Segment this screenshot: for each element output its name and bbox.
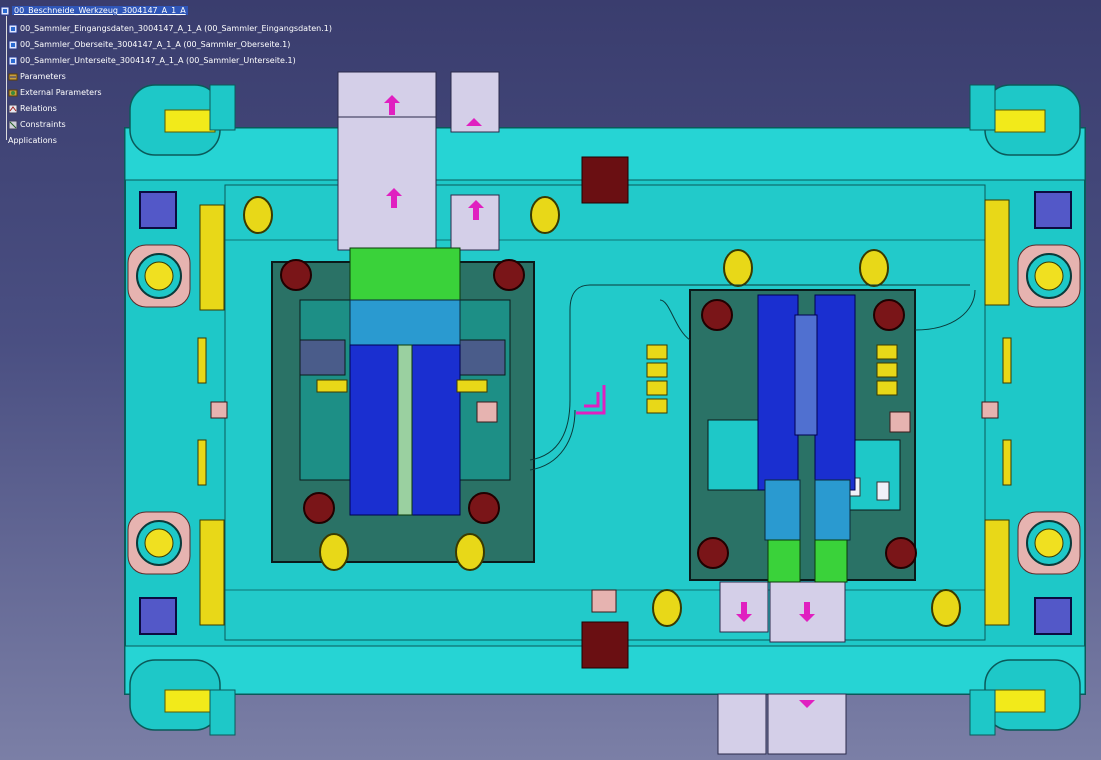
product-icon: [8, 40, 18, 50]
external-parameters-icon: [8, 89, 18, 97]
corner-lifting-lugs: [129, 84, 1081, 736]
tree-item-label: 00_Sammler_Eingangsdaten_3004147_A_1_A (…: [20, 24, 332, 33]
origin-axis-marker: [576, 385, 606, 415]
tree-root-label: 00_Beschneide_Werkzeug_3004147_A_1_A: [12, 6, 188, 15]
tree-item-label: Constraints: [20, 120, 66, 129]
relations-icon: [8, 104, 18, 114]
guide-bushings: [127, 244, 1081, 575]
tree-item-constraints[interactable]: Constraints: [8, 118, 66, 132]
tree-item-label: 00_Sammler_Unterseite_3004147_A_1_A (00_…: [20, 56, 296, 65]
tree-item-applications[interactable]: Applications: [8, 134, 57, 148]
lock-blocks: [581, 156, 629, 669]
product-icon: [8, 24, 18, 34]
tree-item-label: 00_Sammler_Oberseite_3004147_A_1_A (00_S…: [20, 40, 291, 49]
tree-item-external-parameters[interactable]: External Parameters: [8, 86, 102, 100]
tree-item-label: Relations: [20, 104, 57, 113]
right-die-cavity: [689, 289, 917, 583]
tree-item-eingangsdaten[interactable]: 00_Sammler_Eingangsdaten_3004147_A_1_A (…: [8, 22, 332, 36]
sensor-wires: [529, 284, 976, 471]
specification-tree[interactable]: 00_Beschneide_Werkzeug_3004147_A_1_A 00_…: [0, 2, 340, 147]
side-shims: [316, 344, 898, 414]
tree-item-relations[interactable]: Relations: [8, 102, 57, 116]
tree-root-node[interactable]: 00_Beschneide_Werkzeug_3004147_A_1_A: [0, 4, 188, 18]
tree-item-parameters[interactable]: Parameters: [8, 70, 66, 84]
tree-connector-line: [6, 16, 7, 140]
bottom-slides: [717, 581, 847, 755]
purple-pads: [139, 191, 1072, 635]
top-slides: [337, 71, 500, 251]
tree-item-unterseite[interactable]: 00_Sammler_Unterseite_3004147_A_1_A (00_…: [8, 54, 296, 68]
small-pink-pads: [210, 401, 999, 613]
tree-item-label: External Parameters: [20, 88, 102, 97]
product-icon: [0, 6, 10, 16]
yellow-guide-pins: [243, 196, 961, 627]
parameters-icon: [8, 73, 18, 81]
tree-item-oberseite[interactable]: 00_Sammler_Oberseite_3004147_A_1_A (00_S…: [8, 38, 290, 52]
product-icon: [8, 56, 18, 66]
tree-item-label: Applications: [8, 136, 57, 145]
constraints-icon: [8, 120, 18, 130]
tree-item-label: Parameters: [20, 72, 66, 81]
yellow-wear-plates: [197, 199, 1012, 626]
compass-icon[interactable]: [1033, 8, 1093, 68]
